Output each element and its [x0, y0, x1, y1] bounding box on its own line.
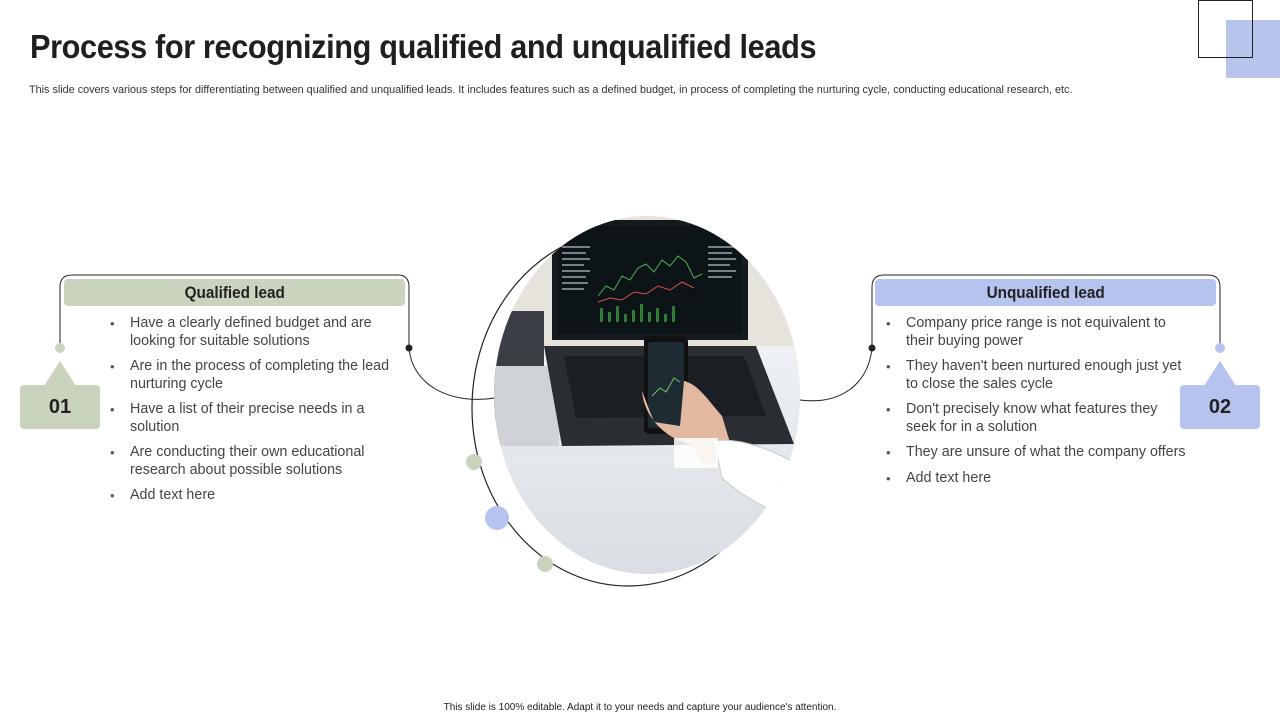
list-item: They are unsure of what the company offe… [886, 444, 1186, 462]
left-curve-line [408, 347, 496, 400]
corner-outline-box [1198, 0, 1253, 58]
ring-dot-blue [485, 506, 509, 530]
right-badge-pointer [1204, 361, 1236, 386]
list-item: Are in the process of completing the lea… [110, 358, 395, 393]
list-item: Don't precisely know what features they … [886, 401, 1186, 436]
page-subtitle: This slide covers various steps for diff… [29, 84, 1073, 96]
left-dot-small [55, 343, 65, 353]
ring-dot-green-2 [537, 556, 553, 572]
list-item: They haven't been nurtured enough just y… [886, 358, 1186, 393]
footer-note: This slide is 100% editable. Adapt it to… [443, 702, 837, 713]
step-number-badge-01: 01 [20, 385, 100, 429]
unqualified-lead-list: Company price range is not equivalent to… [886, 315, 1186, 495]
list-item: Add text here [110, 487, 395, 505]
list-item: Company price range is not equivalent to… [886, 315, 1186, 350]
unqualified-lead-heading-text: Unqualified lead [986, 283, 1105, 302]
center-photo [494, 216, 800, 574]
right-connector-line [871, 274, 1221, 348]
right-dot-small [1215, 343, 1225, 353]
page-title: Process for recognizing qualified and un… [30, 28, 817, 65]
laptop-phone-illustration [494, 216, 800, 574]
list-item: Have a list of their precise needs in a … [110, 401, 395, 436]
right-end-dot [868, 344, 876, 352]
right-curve-line [799, 347, 873, 402]
stock-chart [562, 246, 736, 322]
unqualified-lead-heading: Unqualified lead [875, 279, 1216, 306]
list-item: Have a clearly defined budget and are lo… [110, 315, 395, 350]
left-connector-line [59, 274, 410, 348]
corner-accent-block [1226, 20, 1280, 78]
left-badge-pointer [44, 361, 76, 386]
qualified-lead-heading: Qualified lead [64, 279, 405, 306]
qualified-lead-list: Have a clearly defined budget and are lo… [110, 315, 395, 513]
ring-dot-green-1 [466, 454, 482, 470]
step-number-badge-02: 02 [1180, 385, 1260, 429]
left-end-dot [405, 344, 413, 352]
qualified-lead-heading-text: Qualified lead [184, 283, 285, 302]
list-item: Add text here [886, 470, 1186, 488]
list-item: Are conducting their own educational res… [110, 444, 395, 479]
